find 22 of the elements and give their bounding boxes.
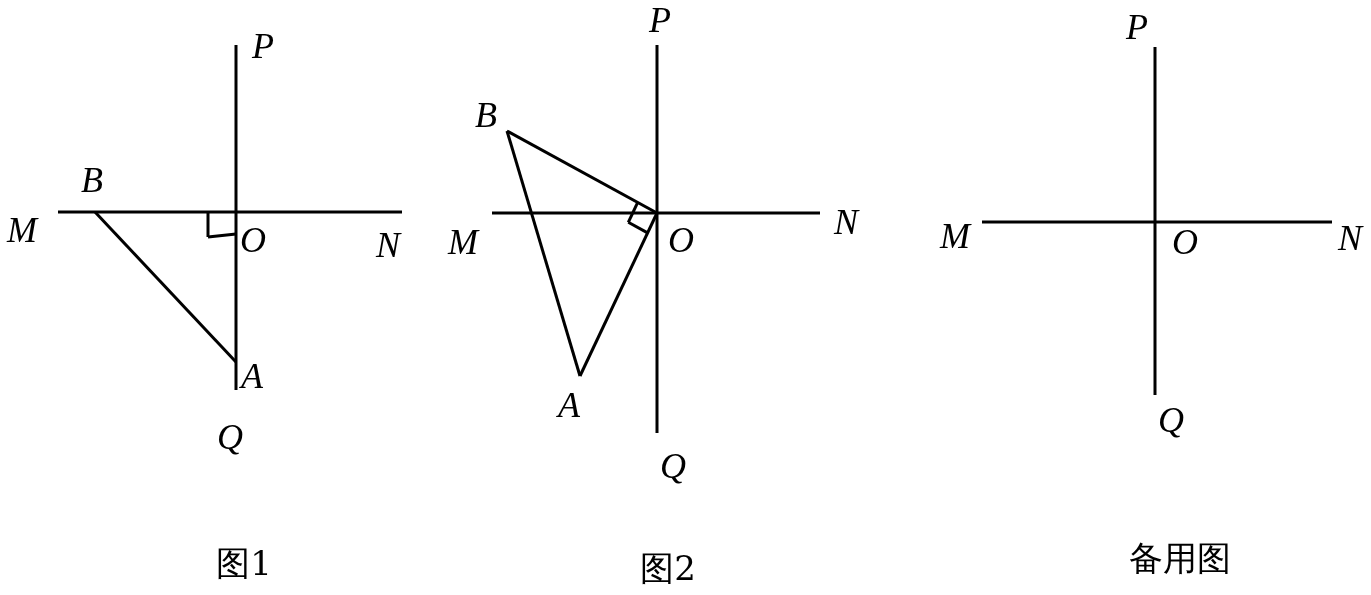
point-label: N bbox=[834, 204, 858, 240]
point-label: N bbox=[1338, 220, 1362, 256]
point-label: Q bbox=[660, 448, 686, 484]
point-label: O bbox=[1172, 224, 1198, 260]
point-label: N bbox=[376, 227, 400, 263]
point-label: P bbox=[1126, 9, 1148, 45]
point-label: A bbox=[558, 387, 580, 423]
figure-caption: 图2 bbox=[640, 551, 696, 585]
point-label: M bbox=[448, 224, 478, 260]
point-label: Q bbox=[1158, 402, 1184, 438]
point-label: O bbox=[668, 222, 694, 258]
point-label: A bbox=[241, 358, 263, 394]
point-label: P bbox=[649, 2, 671, 38]
point-label: M bbox=[940, 218, 970, 254]
point-label: Q bbox=[217, 419, 243, 455]
figure-caption: 图1 bbox=[216, 546, 272, 580]
point-label: P bbox=[252, 28, 274, 64]
point-label: O bbox=[240, 222, 266, 258]
point-label: B bbox=[81, 162, 103, 198]
point-label: B bbox=[475, 97, 497, 133]
figure-caption: 备用图 bbox=[1129, 541, 1231, 575]
point-label: M bbox=[7, 212, 37, 248]
